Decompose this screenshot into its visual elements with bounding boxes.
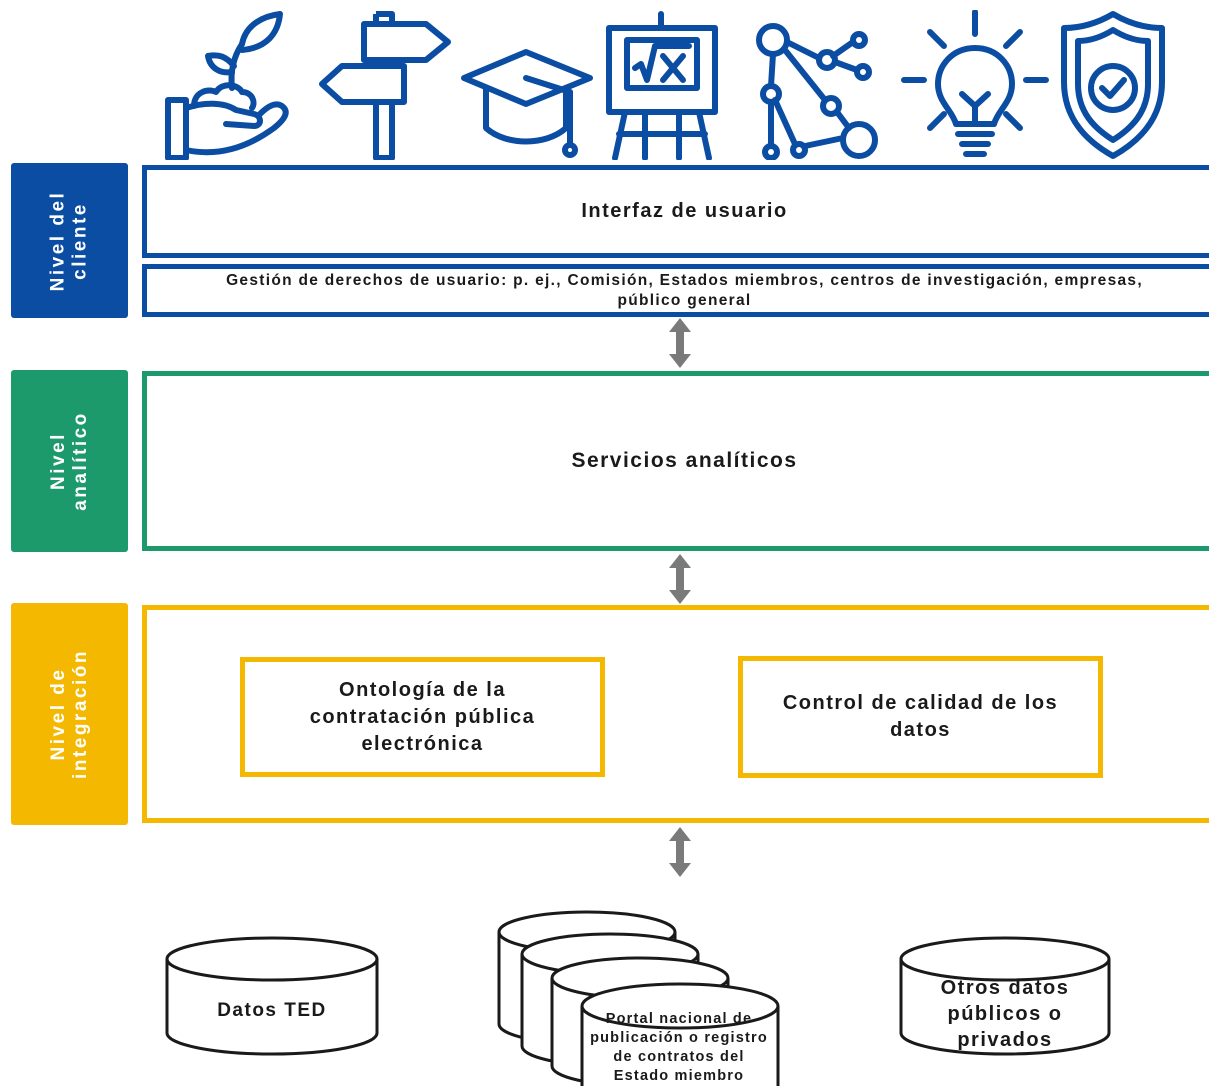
network-icon bbox=[755, 10, 880, 161]
client-level-label-box: Nivel del cliente bbox=[11, 163, 128, 318]
graduation-cap-icon bbox=[460, 10, 595, 160]
user-rights-box: Gestión de derechos de usuario: p. ej., … bbox=[142, 264, 1209, 317]
client-level-label: Nivel del cliente bbox=[47, 190, 91, 291]
ted-data-label: Datos TED bbox=[217, 1000, 327, 1021]
icon-row bbox=[150, 0, 1209, 165]
other-data-database-icon bbox=[899, 936, 1111, 1056]
ontology-box: Ontología de la contratación pública ele… bbox=[240, 657, 605, 777]
double-arrow-icon bbox=[669, 827, 691, 877]
plant-in-hand-icon bbox=[164, 10, 294, 161]
national-portal-database-icon bbox=[497, 910, 780, 1086]
user-rights-text: Gestión de derechos de usuario: p. ej., … bbox=[226, 271, 1143, 309]
double-arrow-icon bbox=[669, 318, 691, 368]
integration-level-label: Nivel de integración bbox=[47, 649, 91, 779]
ontology-text: Ontología de la contratación pública ele… bbox=[309, 678, 536, 755]
national-portal-label: Portal nacional de publicación o registr… bbox=[590, 1011, 768, 1084]
user-interface-box: Interfaz de usuario bbox=[142, 165, 1209, 258]
analytic-level-label-box: Nivel analítico bbox=[11, 370, 128, 552]
signpost-icon bbox=[316, 10, 456, 161]
other-data-label: Otros datos públicos o privados bbox=[940, 977, 1070, 1051]
double-arrow-icon bbox=[669, 554, 691, 604]
data-quality-text: Control de calidad de los datos bbox=[782, 692, 1059, 741]
analytic-services-title: Servicios analíticos bbox=[571, 449, 798, 472]
user-interface-title: Interfaz de usuario bbox=[581, 200, 788, 222]
math-board-icon bbox=[605, 10, 720, 161]
ted-database-icon bbox=[165, 936, 379, 1056]
analytic-level-label: Nivel analítico bbox=[47, 411, 91, 511]
shield-check-icon bbox=[1058, 10, 1168, 160]
integration-level-label-box: Nivel de integración bbox=[11, 603, 128, 825]
analytic-services-box: Servicios analíticos bbox=[142, 371, 1209, 551]
data-quality-box: Control de calidad de los datos bbox=[738, 656, 1103, 778]
lightbulb-icon bbox=[900, 9, 1050, 160]
